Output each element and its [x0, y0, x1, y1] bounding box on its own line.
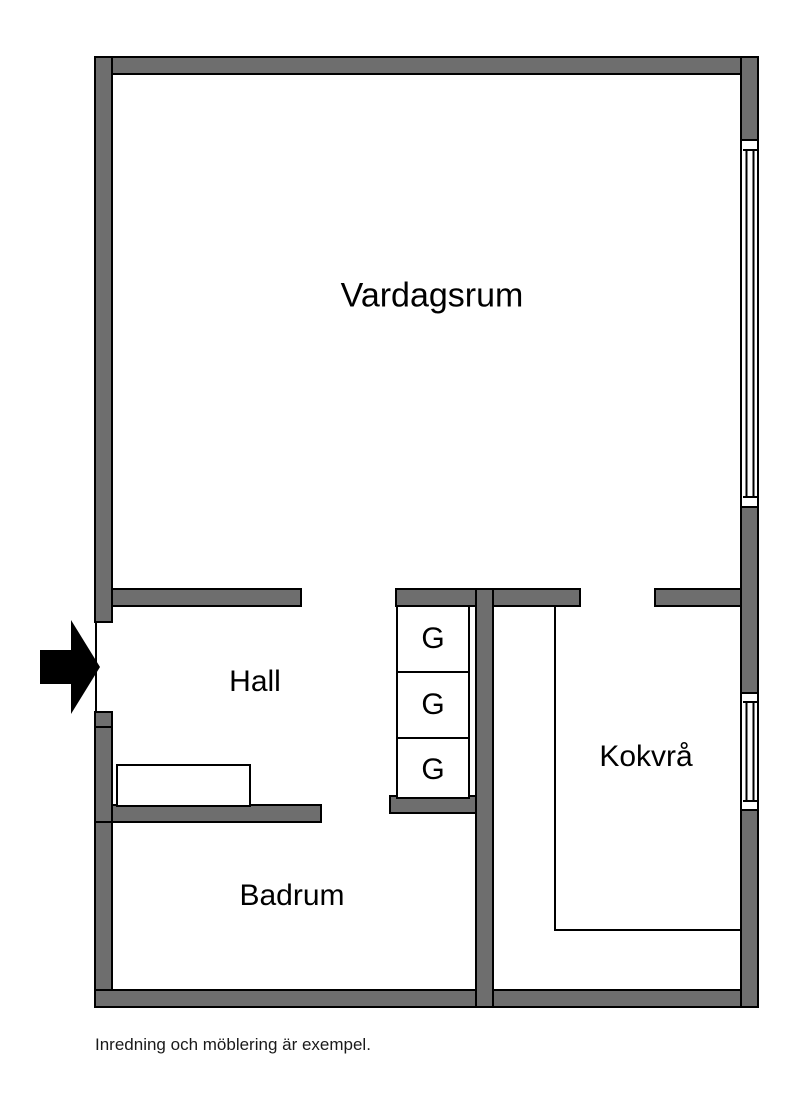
wall-living-room-hall	[111, 588, 302, 607]
wall-exterior-east-3	[740, 809, 759, 1008]
wall-hall-kitchen	[475, 588, 494, 1008]
wall-exterior-east-2	[740, 506, 759, 694]
window-kitchen-east	[740, 692, 759, 811]
wall-exterior-west-upper	[94, 56, 113, 623]
window-frame-outer	[740, 139, 759, 508]
closet-label-1: G	[421, 622, 445, 655]
wall-exterior-north	[94, 56, 759, 75]
kitchen-counter	[554, 606, 742, 931]
window-living-room-east	[740, 139, 759, 508]
closet-bank	[396, 605, 470, 799]
window-frame-outer	[740, 692, 759, 811]
room-label-badrum: Badrum	[239, 879, 345, 912]
closet-3-outline	[396, 737, 470, 799]
closet-label-3: G	[421, 753, 445, 786]
wall-exterior-east-1	[740, 56, 759, 141]
wall-hall-bathroom	[111, 804, 322, 823]
room-label-vardagsrum: Vardagsrum	[340, 276, 524, 315]
room-label-hall: Hall	[229, 665, 281, 698]
closet-label-2: G	[421, 688, 445, 721]
closet-2-outline	[396, 671, 470, 739]
interior-walls	[94, 588, 742, 1008]
entry-arrow-icon	[40, 620, 100, 714]
plan-caption: Inredning och möblering är exempel.	[95, 1035, 371, 1054]
room-label-kokvra: Kokvrå	[599, 740, 693, 773]
wall-living-room-kitchen	[654, 588, 742, 607]
outer-walls	[94, 56, 759, 1008]
wall-exterior-south	[94, 989, 759, 1008]
wall-bathroom-west-stub	[94, 726, 113, 823]
closet-1-outline	[396, 605, 470, 673]
hall-closet-counter	[116, 764, 251, 807]
